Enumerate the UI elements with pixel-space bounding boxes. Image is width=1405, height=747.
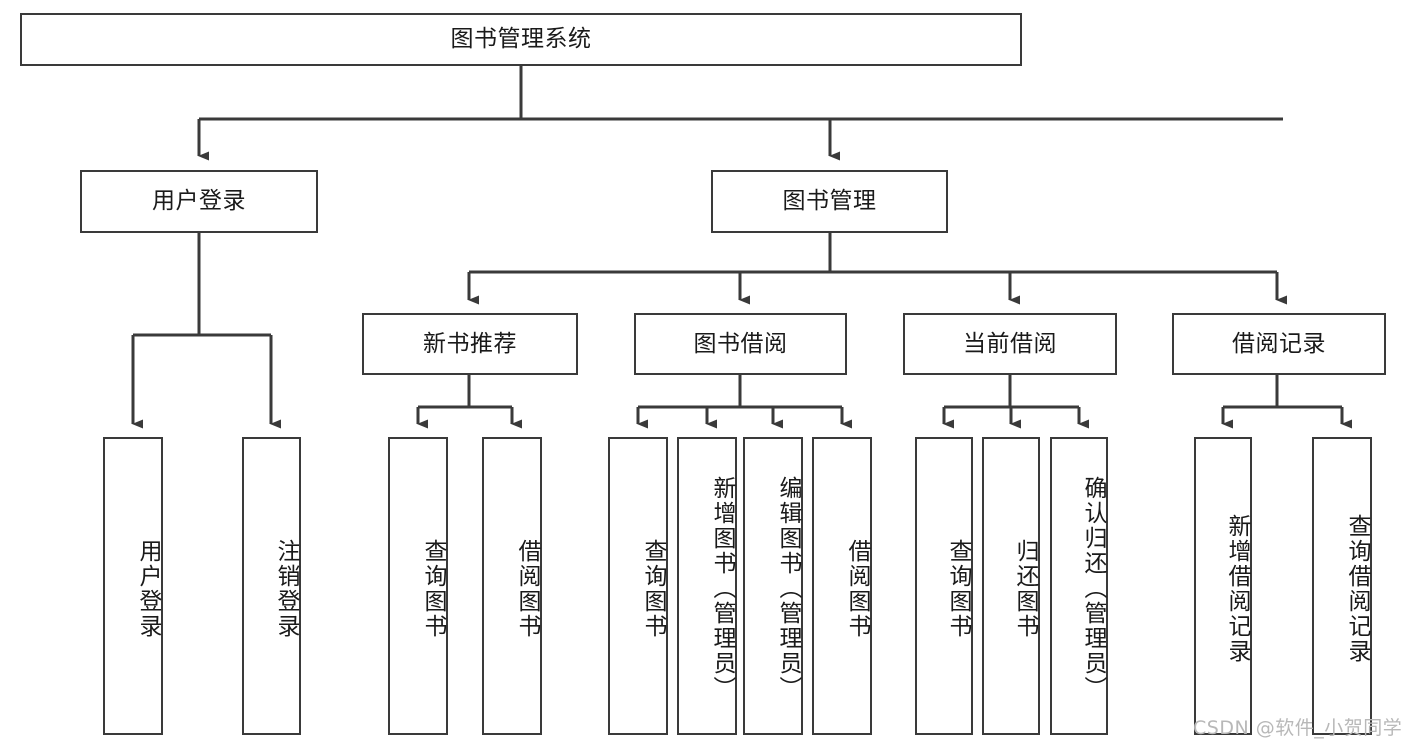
leaf-confirm-return-admin[interactable]: 确认归还（管理员）	[1050, 437, 1108, 735]
leaf-add-book-admin[interactable]: 新增图书（管理员）	[677, 437, 737, 735]
node-label: 查询图书	[640, 539, 666, 639]
node-borrow-record[interactable]: 借阅记录	[1172, 313, 1386, 375]
node-label: 新增图书（管理员）	[709, 475, 735, 701]
leaf-borrow-book[interactable]: 借阅图书	[812, 437, 872, 735]
leaf-query-borrow-record[interactable]: 查询借阅记录	[1312, 437, 1372, 735]
node-book-borrow[interactable]: 图书借阅	[634, 313, 847, 375]
node-label: 注销登录	[273, 539, 299, 639]
leaf-query-book-current[interactable]: 查询图书	[915, 437, 973, 735]
leaf-query-book-borrow[interactable]: 查询图书	[608, 437, 668, 735]
node-label: 查询图书	[420, 539, 446, 639]
node-label: 图书借阅	[693, 330, 788, 357]
node-current-borrow[interactable]: 当前借阅	[903, 313, 1117, 375]
csdn-watermark: CSDN @软件_小贺同学	[1193, 717, 1403, 739]
node-book-management[interactable]: 图书管理	[711, 170, 948, 233]
node-label: 借阅图书	[844, 539, 870, 639]
node-label: 借阅图书	[514, 539, 540, 639]
node-label: 编辑图书（管理员）	[775, 475, 801, 701]
node-label: 查询图书	[945, 539, 971, 639]
leaf-user-login[interactable]: 用户登录	[103, 437, 163, 735]
node-label: 用户登录	[152, 188, 246, 215]
leaf-query-book-recommend[interactable]: 查询图书	[388, 437, 448, 735]
leaf-borrow-book-recommend[interactable]: 借阅图书	[482, 437, 542, 735]
leaf-edit-book-admin[interactable]: 编辑图书（管理员）	[743, 437, 803, 735]
leaf-return-book[interactable]: 归还图书	[982, 437, 1040, 735]
node-label: 查询借阅记录	[1344, 514, 1370, 664]
node-label: 图书管理	[782, 188, 877, 215]
node-label: 确认归还（管理员）	[1080, 475, 1106, 701]
node-label: 归还图书	[1012, 539, 1038, 639]
node-label: 用户登录	[135, 539, 161, 639]
node-label: 新书推荐	[423, 330, 517, 357]
node-new-book-recommend[interactable]: 新书推荐	[362, 313, 578, 375]
node-user-login[interactable]: 用户登录	[80, 170, 318, 233]
node-label: 借阅记录	[1232, 330, 1326, 357]
leaf-add-borrow-record[interactable]: 新增借阅记录	[1194, 437, 1252, 735]
node-root-system[interactable]: 图书管理系统	[20, 13, 1022, 66]
node-label: 当前借阅	[963, 330, 1057, 357]
node-label: 新增借阅记录	[1224, 514, 1250, 664]
leaf-logout-login[interactable]: 注销登录	[242, 437, 301, 735]
node-label: 图书管理系统	[450, 26, 592, 53]
